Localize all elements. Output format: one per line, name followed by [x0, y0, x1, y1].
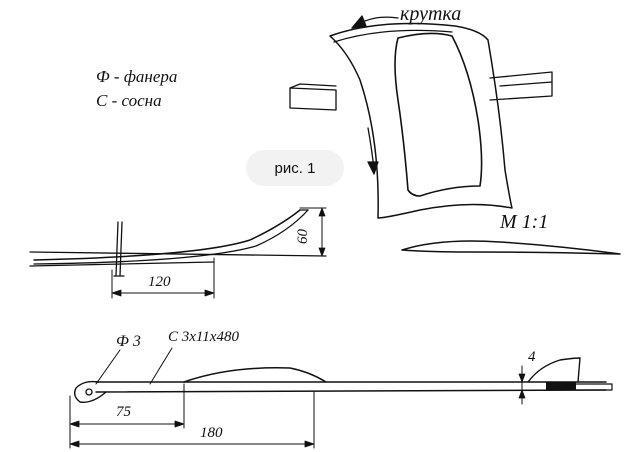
- dim120-arrow-right: [204, 289, 215, 297]
- dim75-arrow-left: [69, 420, 80, 428]
- scale-label: М 1:1: [500, 211, 549, 233]
- dim-120-label: 120: [148, 274, 171, 290]
- panel-cutout: [394, 32, 483, 197]
- legend-plywood: Ф - фанера: [96, 67, 178, 86]
- dim180-arrow-left: [69, 440, 80, 448]
- stick-right: [489, 71, 553, 101]
- plywood-part-label: Ф 3: [116, 333, 141, 350]
- side-view-lower-line: [29, 261, 215, 267]
- twist-arrow-top-head: [351, 15, 367, 29]
- fin-vertical-2: [119, 221, 123, 277]
- dim-60-label: 60: [295, 229, 311, 244]
- panel-edge: [333, 29, 453, 43]
- dim60-arrow-top: [318, 207, 326, 217]
- dim-4-label: 4: [528, 349, 536, 365]
- dim60-arrow-bottom: [318, 247, 326, 257]
- legend-pine: С - сосна: [96, 91, 162, 110]
- twist-arrow-side-head: [367, 161, 379, 175]
- twisted-panel-outline: [329, 22, 513, 219]
- tail-fin: [527, 357, 581, 383]
- plan-view: [69, 347, 613, 449]
- side-view: [29, 207, 327, 299]
- stick-left: [289, 87, 337, 111]
- fin-vertical: [115, 221, 119, 277]
- dim-75-label: 75: [116, 404, 131, 420]
- stick-right-inner: [499, 81, 553, 87]
- figure-label: рис. 1: [246, 150, 344, 186]
- side-view-base-line: [29, 251, 327, 257]
- airfoil-section: [401, 240, 621, 255]
- dim-180-label: 180: [200, 425, 223, 441]
- dim120-arrow-left: [111, 289, 122, 297]
- leader-spar: [149, 347, 173, 385]
- twist-diagram: [289, 15, 553, 219]
- dim180-arrow-right: [304, 440, 315, 448]
- twist-label: крутка: [400, 3, 462, 25]
- leader-ply: [95, 349, 121, 385]
- pine-spar-label: С 3х11х480: [168, 329, 239, 345]
- nose-hole: [85, 388, 93, 396]
- side-view-curve-upper: [33, 209, 301, 261]
- stick-left-top: [289, 83, 337, 89]
- wing-profile: [183, 367, 327, 383]
- dim4-arrow-bottom: [518, 389, 526, 399]
- dim75-arrow-right: [174, 420, 185, 428]
- tail-end: [575, 383, 613, 391]
- side-view-curve-lower: [33, 209, 309, 265]
- spar-bottom: [95, 389, 607, 393]
- nose-piece: [73, 380, 107, 403]
- tail-block: [546, 382, 576, 390]
- dim4-arrow-top: [518, 373, 526, 383]
